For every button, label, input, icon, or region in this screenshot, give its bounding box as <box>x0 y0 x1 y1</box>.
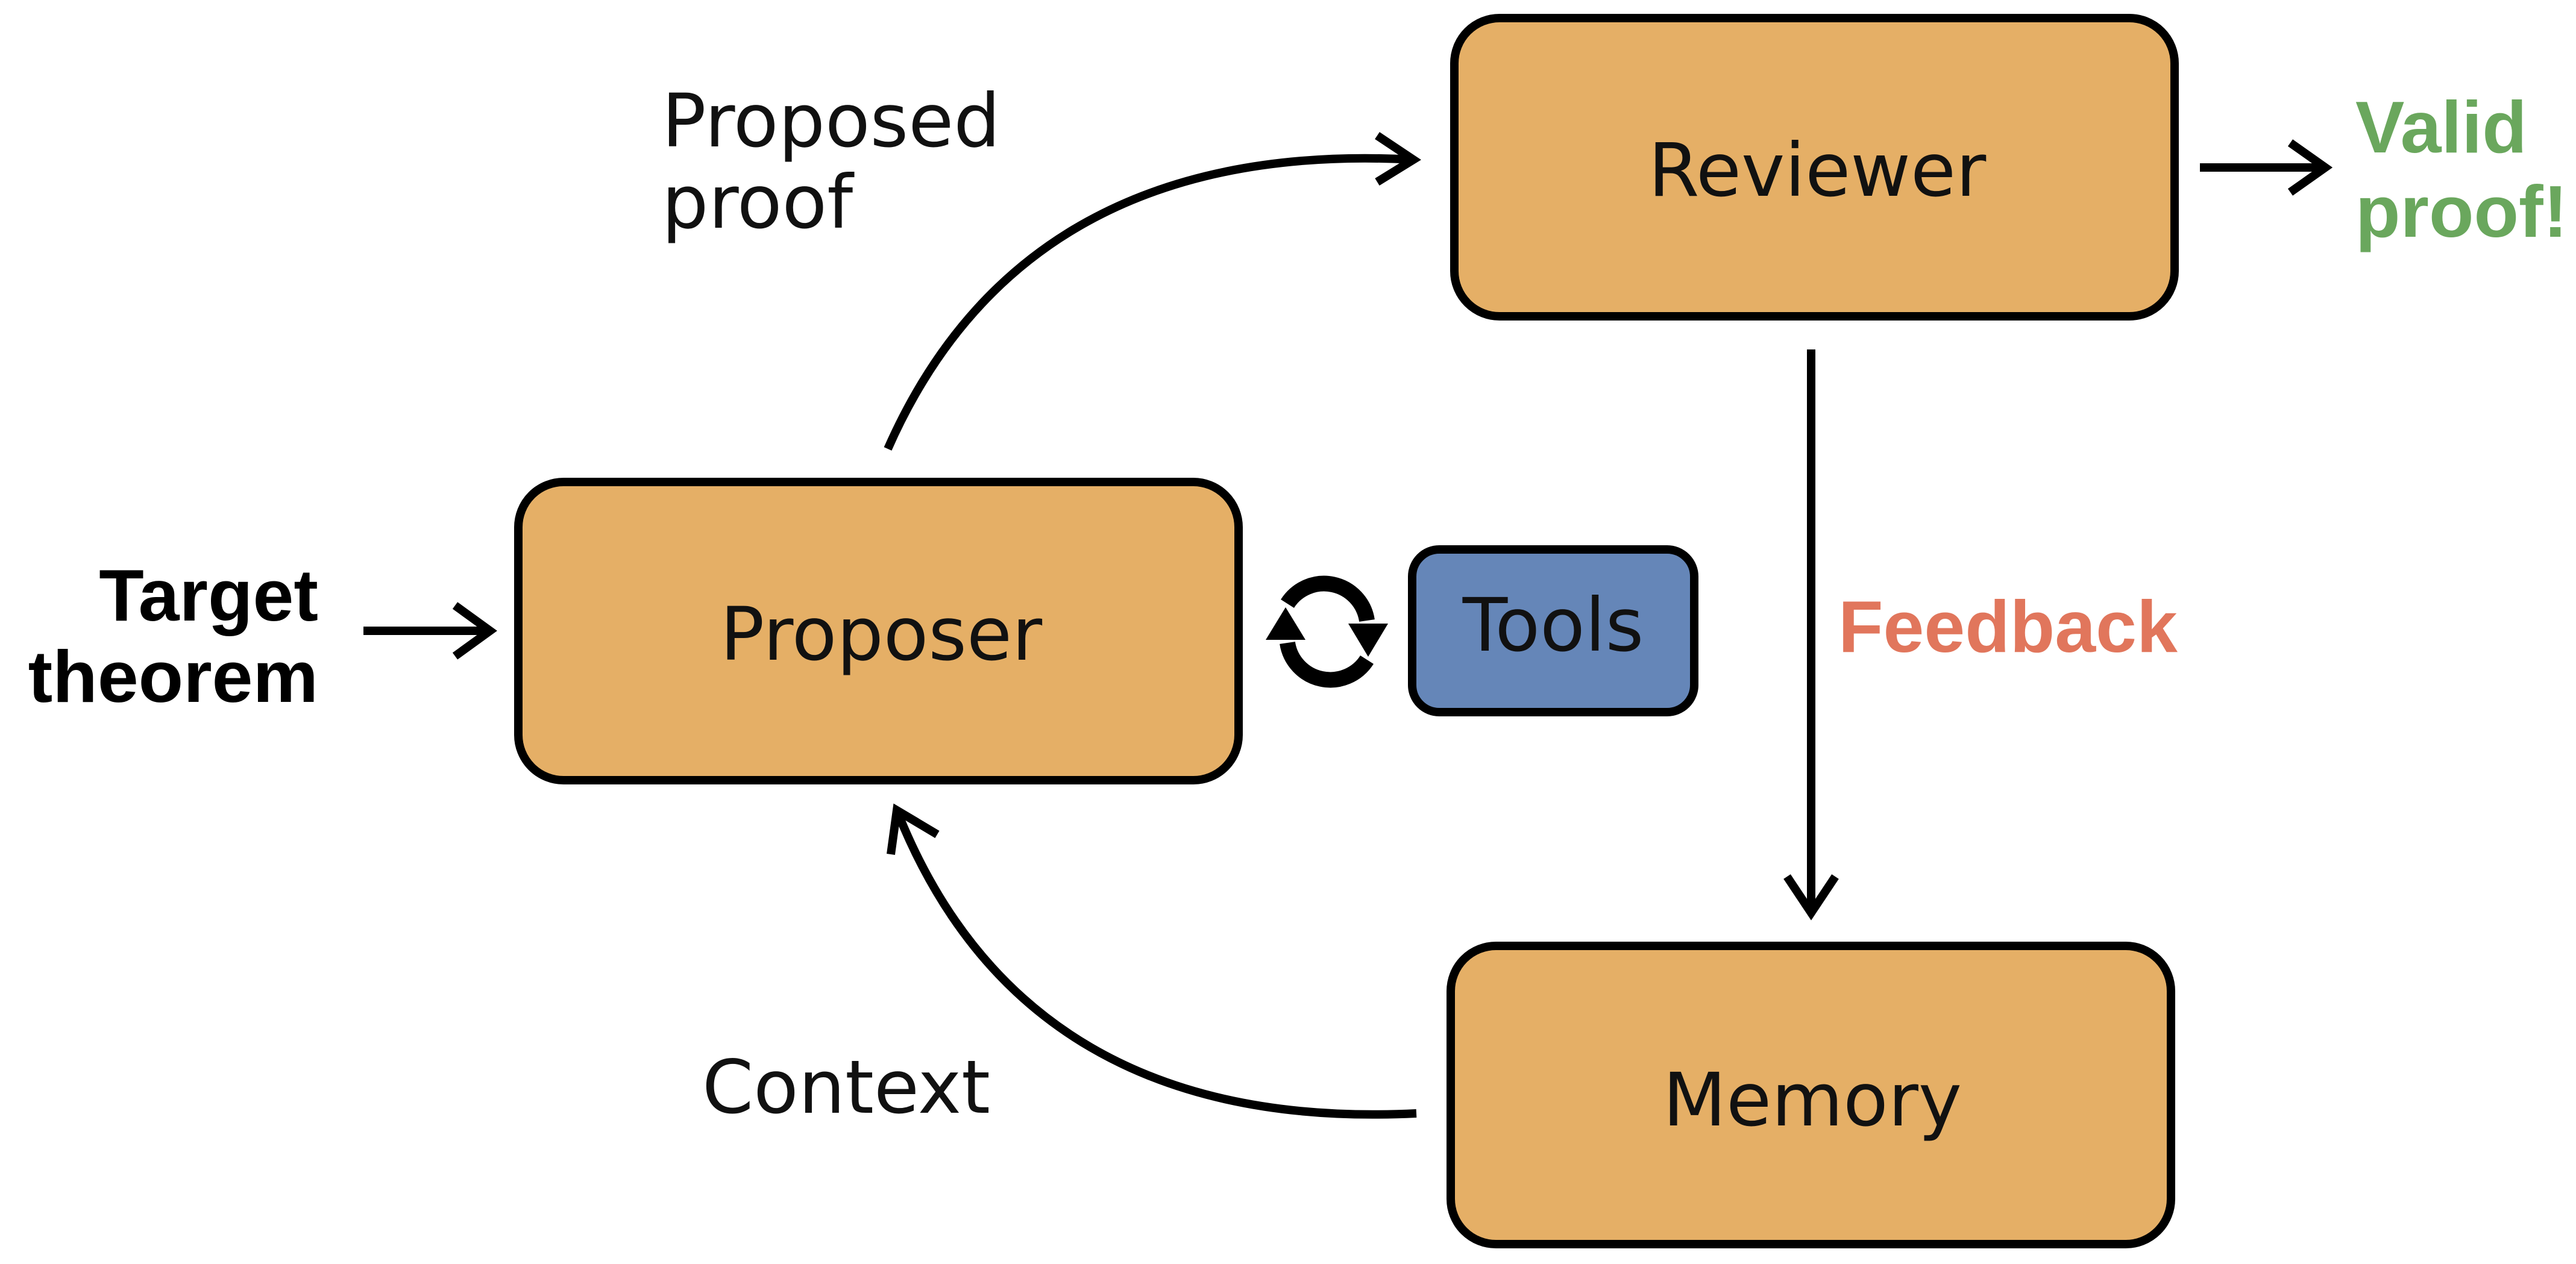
output-arrow <box>2200 139 2333 196</box>
memory-node: Memory <box>1447 942 2175 1248</box>
reviewer-label: Reviewer <box>1648 128 1987 213</box>
input-label: Target theorem <box>28 554 318 718</box>
proposed-proof-label: Proposed proof <box>662 78 1001 245</box>
refresh-cycle-icon <box>1266 575 1388 688</box>
proposed-proof-arrow <box>884 132 1421 451</box>
tools-label: Tools <box>1462 583 1644 668</box>
proposer-node: Proposer <box>514 478 1243 784</box>
feedback-label: Feedback <box>1838 586 2178 668</box>
output-label-line2: proof! <box>2355 171 2568 252</box>
context-arrow <box>887 803 1417 1119</box>
input-label-line1: Target <box>99 554 318 636</box>
tools-node: Tools <box>1408 545 1698 716</box>
memory-label: Memory <box>1663 1057 1962 1143</box>
input-arrow <box>363 602 497 660</box>
input-label-line2: theorem <box>28 636 318 718</box>
proposed-proof-label-line1: Proposed <box>662 78 1001 164</box>
proposer-label: Proposer <box>720 592 1043 677</box>
reviewer-node: Reviewer <box>1450 14 2179 321</box>
feedback-arrow <box>1783 349 1839 921</box>
context-label: Context <box>702 1045 990 1130</box>
proposed-proof-label-line2: proof <box>662 160 855 245</box>
output-label-line1: Valid <box>2355 86 2527 168</box>
output-label: Valid proof! <box>2355 86 2568 252</box>
